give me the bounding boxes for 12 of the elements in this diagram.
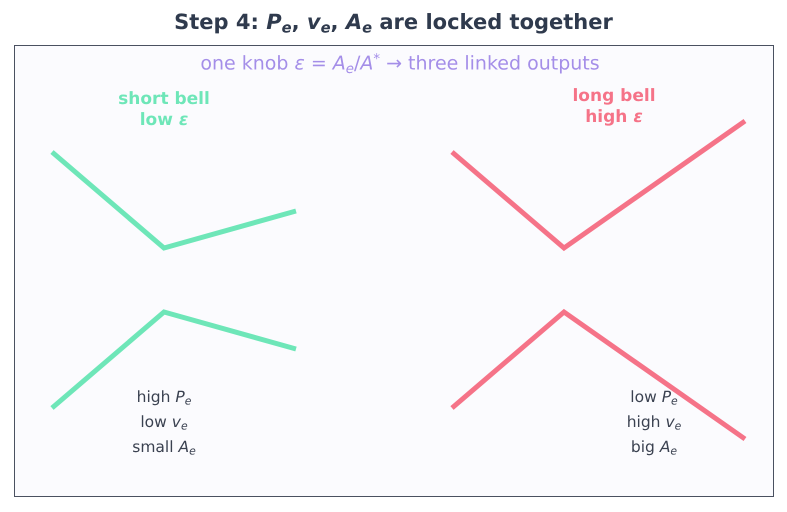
nozzle-label: long bell — [572, 86, 656, 106]
nozzle-label: low ε — [140, 110, 188, 130]
nozzle-label: high ε — [585, 107, 643, 128]
output-label: low v$_{e}$ — [140, 413, 188, 433]
output-label: high v$_{e}$ — [626, 413, 682, 433]
subtitle: one knob ε = A$_{e}$/A$^{*}$ → three linked outputs — [200, 52, 600, 78]
output-label: small A$_{e}$ — [132, 438, 196, 458]
output-label: big A$_{e}$ — [630, 438, 678, 458]
nozzle-label: short bell — [118, 89, 210, 110]
title: Step 4: P$_{e}$, v$_{e}$, A$_{e}$ are locked together — [173, 10, 614, 37]
output-label: low P$_{e}$ — [630, 388, 678, 408]
output-label: high P$_{e}$ — [136, 388, 192, 408]
